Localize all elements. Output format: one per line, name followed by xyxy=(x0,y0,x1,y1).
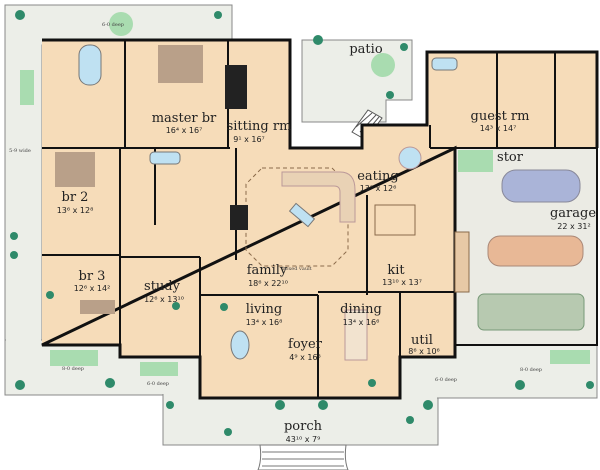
label-foyer: foyer xyxy=(288,337,323,352)
label-kit: kit xyxy=(387,263,405,278)
car-blue xyxy=(501,169,581,203)
note-left-porch: 5-9 wide xyxy=(9,148,31,154)
front-steps xyxy=(257,444,349,470)
dims-br3: 12⁶ x 14² xyxy=(74,284,111,293)
note-bottom-right-porch: 8-0 deep xyxy=(520,367,542,373)
br3-bed xyxy=(80,300,115,314)
label-eating: eating xyxy=(357,169,399,184)
car-tan xyxy=(487,235,584,267)
sectional-sofa xyxy=(281,171,356,223)
porch-chairs-right xyxy=(550,350,590,364)
room-labels: master br 16⁴ x 16⁷ sitting rm 9¹ x 16⁷ … xyxy=(9,22,596,444)
note-bottom-mid-porch: 6-0 deep xyxy=(147,381,169,387)
fireplace-master xyxy=(225,65,247,109)
living-table xyxy=(230,330,250,360)
label-master-br: master br xyxy=(152,111,217,126)
plants xyxy=(10,10,594,436)
label-dining: dining xyxy=(340,302,382,317)
note-bottom-right-mid-porch: 6-0 deep xyxy=(435,377,457,383)
dims-sitting-rm: 9¹ x 16⁷ xyxy=(233,135,265,144)
dims-master-br: 16⁴ x 16⁷ xyxy=(166,126,203,135)
dims-eating: 13⁸ x 12⁶ xyxy=(360,184,397,193)
dims-guest-rm: 14³ x 14⁷ xyxy=(480,124,517,133)
label-study: study xyxy=(144,279,181,294)
dims-dining: 13⁴ x 16⁶ xyxy=(343,318,380,327)
left-porch xyxy=(6,6,41,394)
coffee-table xyxy=(288,202,316,228)
label-patio: patio xyxy=(349,42,382,57)
patio-table xyxy=(371,53,395,77)
label-br3: br 3 xyxy=(79,269,106,284)
house-floor xyxy=(42,40,597,398)
hall-tub xyxy=(149,151,181,165)
right-porch xyxy=(437,341,596,397)
dims-porch: 43¹⁰ x 7⁹ xyxy=(286,435,321,444)
porch-swing xyxy=(20,70,34,105)
garage-tractor xyxy=(458,150,493,172)
dining-table xyxy=(344,309,368,361)
dims-study: 12⁶ x 13¹⁰ xyxy=(144,295,184,304)
label-porch: porch xyxy=(284,419,323,434)
br2-bed xyxy=(55,152,95,187)
master-tub xyxy=(78,44,102,86)
dims-br2: 13⁶ x 12⁸ xyxy=(57,206,94,215)
porch-chairs-left xyxy=(50,350,98,366)
label-util: util xyxy=(411,333,433,348)
label-family: family xyxy=(247,263,288,278)
dims-kit: 13¹⁰ x 13⁷ xyxy=(382,278,422,287)
note-boxed-vault: boxed vault xyxy=(282,266,311,272)
label-garage: garage xyxy=(550,206,596,221)
label-br2: br 2 xyxy=(62,190,89,205)
dims-garage: 22 x 31² xyxy=(557,222,590,231)
label-living: living xyxy=(246,302,283,317)
dims-foyer: 4⁹ x 16⁸ xyxy=(289,353,321,362)
garage-stairs xyxy=(454,231,470,293)
furniture xyxy=(20,12,590,376)
label-stor: stor xyxy=(497,150,524,165)
label-guest-rm: guest rm xyxy=(471,109,530,124)
dims-family: 18⁶ x 22¹⁰ xyxy=(248,279,288,288)
master-bed xyxy=(158,45,203,83)
dims-util: 8⁶ x 10⁶ xyxy=(408,347,440,356)
kitchen-island xyxy=(374,204,416,236)
fireplace-family xyxy=(230,205,248,230)
note-top-porch: 6-0 deep xyxy=(102,22,124,28)
top-porch-table xyxy=(109,12,133,36)
guest-tub xyxy=(431,57,458,71)
note-bottom-left-porch: 8-0 deep xyxy=(62,366,84,372)
eating-table xyxy=(398,146,422,170)
porch-chairs-mid xyxy=(140,362,178,376)
dims-living: 13⁴ x 16⁸ xyxy=(246,318,283,327)
pickup-truck xyxy=(477,293,585,331)
exterior-walls xyxy=(41,38,599,400)
label-sitting-rm: sitting rm xyxy=(227,119,292,134)
